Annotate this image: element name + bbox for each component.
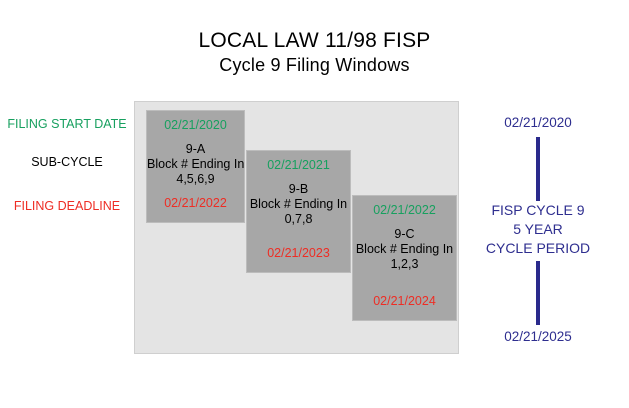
sub-cycle-9b-deadline: 02/21/2023 (267, 246, 330, 260)
cycle-period-timeline: 02/21/2020 FISP CYCLE 9 5 YEAR CYCLE PER… (466, 101, 610, 354)
timeline-bar-lower (536, 261, 540, 325)
sub-cycle-9a-name: 9-A (185, 142, 206, 156)
sub-cycle-box-9c: 02/21/2022 9-C Block # Ending In 1,2,3 0… (352, 195, 457, 321)
sub-cycle-9c-start-date: 02/21/2022 (373, 203, 436, 217)
cycle-period-caption-line2: 5 YEAR (513, 221, 563, 237)
sub-cycle-9b-rule-line2: 0,7,8 (284, 212, 313, 226)
sub-cycle-9c-deadline: 02/21/2024 (373, 294, 436, 308)
sub-cycle-9a-rule-line2: 4,5,6,9 (176, 172, 215, 186)
sub-cycle-9c-rule-line1: Block # Ending In (355, 242, 454, 256)
sub-cycle-9c-rule-line2: 1,2,3 (390, 257, 419, 271)
page-title: LOCAL LAW 11/98 FISP Cycle 9 Filing Wind… (0, 28, 629, 77)
cycle-period-start-date: 02/21/2020 (504, 115, 572, 130)
cycle-period-caption: FISP CYCLE 9 5 YEAR CYCLE PERIOD (466, 201, 610, 258)
sub-cycle-9c-name: 9-C (394, 227, 415, 241)
sub-cycle-9c-description: 9-C Block # Ending In 1,2,3 (353, 227, 456, 272)
page-title-secondary: Cycle 9 Filing Windows (219, 55, 410, 75)
sub-cycle-9b-name: 9-B (288, 182, 309, 196)
sub-cycle-9a-deadline: 02/21/2022 (164, 196, 227, 210)
cycle-period-end-date: 02/21/2025 (504, 329, 572, 344)
sub-cycle-9a-rule-line1: Block # Ending In (147, 157, 245, 171)
cycle-period-caption-line3: CYCLE PERIOD (485, 240, 591, 256)
page-title-primary: LOCAL LAW 11/98 FISP (198, 29, 431, 52)
legend-sub-cycle: SUB-CYCLE (31, 155, 103, 169)
timeline-bar-upper (536, 137, 540, 201)
sub-cycle-9a-start-date: 02/21/2020 (164, 118, 227, 132)
sub-cycle-box-9a: 02/21/2020 9-A Block # Ending In 4,5,6,9… (146, 110, 245, 223)
sub-cycle-9b-rule-line1: Block # Ending In (249, 197, 348, 211)
sub-cycle-9a-description: 9-A Block # Ending In 4,5,6,9 (147, 142, 244, 187)
legend-filing-start-date: FILING START DATE (7, 117, 127, 131)
cycle-period-caption-line1: FISP CYCLE 9 (491, 202, 585, 218)
sub-cycle-9b-start-date: 02/21/2021 (267, 158, 330, 172)
sub-cycle-box-9b: 02/21/2021 9-B Block # Ending In 0,7,8 0… (246, 150, 351, 273)
legend-filing-deadline: FILING DEADLINE (13, 199, 121, 213)
sub-cycle-9b-description: 9-B Block # Ending In 0,7,8 (247, 182, 350, 227)
